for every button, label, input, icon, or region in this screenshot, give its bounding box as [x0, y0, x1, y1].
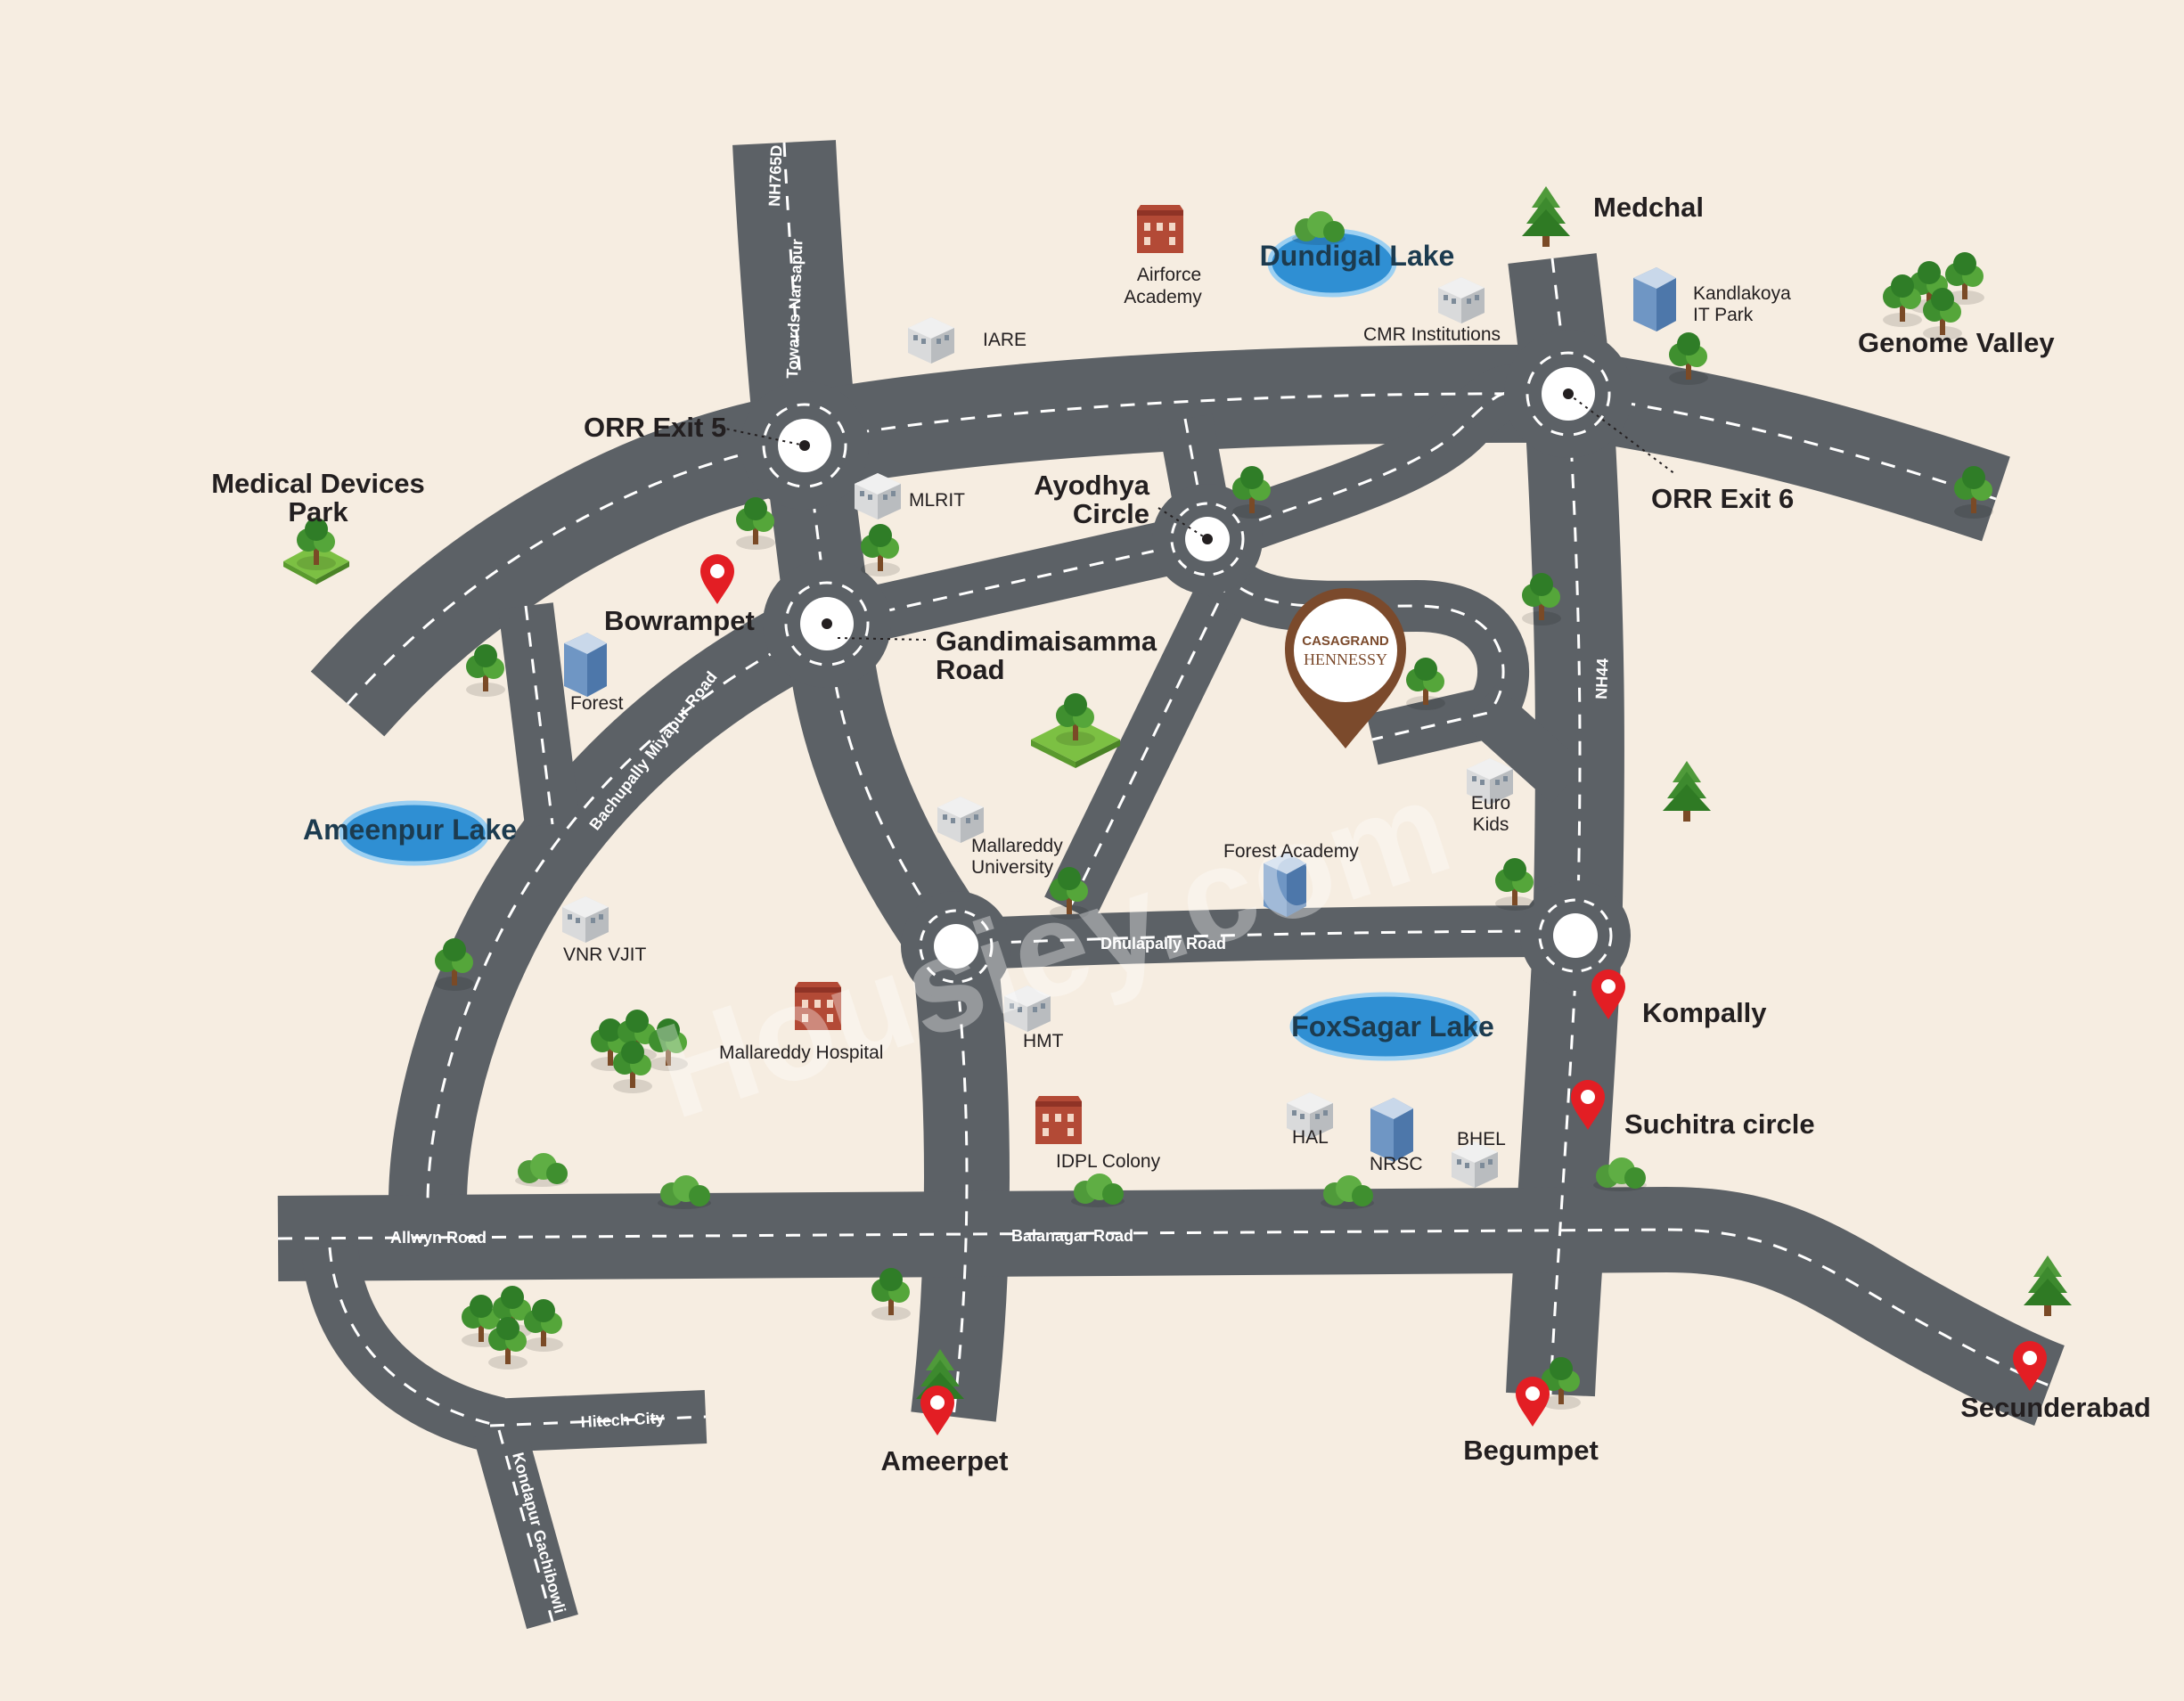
vnr-vjit-label: VNR VJIT	[563, 945, 647, 965]
begumpet-pin-icon	[1516, 1377, 1550, 1427]
forest-academy-label: Forest Academy	[1223, 841, 1359, 862]
dundigal-lake-label: Dundigal Lake	[1260, 240, 1455, 272]
pine-tree-icon	[2024, 1255, 2072, 1316]
orr-exit-5-label: ORR Exit 5	[584, 412, 726, 443]
lake-dundigal	[1267, 211, 1397, 298]
tree-icon	[861, 524, 900, 577]
secunderabad-label: Secunderabad	[1960, 1392, 2151, 1423]
bowrampet-pin-icon	[700, 554, 734, 604]
ameenpur-lake-label: Ameenpur Lake	[303, 814, 517, 846]
allwyn-label: Allwyn Road	[390, 1229, 487, 1247]
lake-ameenpur	[339, 800, 490, 866]
idpl-label: IDPL Colony	[1056, 1151, 1161, 1172]
lake-foxsagar	[1289, 992, 1482, 1061]
ameerpet-label: Ameerpet	[881, 1445, 1009, 1476]
balanagar-label: Balanagar Road	[1011, 1227, 1133, 1245]
iare-label: IARE	[983, 330, 1027, 350]
airforce-label-2: Academy	[1124, 287, 1202, 307]
bhel-label: BHEL	[1457, 1129, 1506, 1149]
mallareddy-hospital-label: Mallareddy Hospital	[719, 1043, 883, 1063]
nh44-label: NH44	[1592, 658, 1612, 699]
landmark-labels: Airforce Academy IARE CMR Institutions K…	[563, 265, 1791, 1174]
kompally-label: Kompally	[1642, 997, 1767, 1028]
kandlakoya-label-2: IT Park	[1693, 305, 1754, 325]
project-brand-line2: HENNESSY	[1304, 650, 1387, 668]
suchitra-circle-label: Suchitra circle	[1624, 1108, 1815, 1140]
leader-lines	[712, 393, 1676, 641]
bush-icon	[1071, 1174, 1125, 1207]
medical-devices-label-2: Park	[288, 496, 348, 527]
roundabout-kompally	[1520, 880, 1631, 991]
place-labels: Medchal Genome Valley ORR Exit 5 ORR Exi…	[211, 192, 2151, 1476]
tree-icon	[1406, 658, 1445, 710]
park-central	[1031, 693, 1120, 768]
cmr-institutions-icon	[1438, 277, 1485, 323]
genome-valley-label: Genome Valley	[1858, 327, 2055, 358]
tree-icon	[1232, 466, 1272, 519]
mallareddy-univ-label-1: Mallareddy	[971, 836, 1063, 856]
mallareddy-univ-label-2: University	[971, 857, 1054, 878]
nh765d-label: NH765D	[765, 144, 785, 207]
orr-exit-6-label: ORR Exit 6	[1651, 483, 1794, 514]
hmt-label: HMT	[1023, 1031, 1064, 1051]
kandlakoya-label-1: Kandlakoya	[1693, 283, 1791, 304]
lake-labels: Dundigal Lake Ameenpur Lake FoxSagar Lak…	[303, 240, 1494, 1043]
kandlakoya-it-park-icon	[1633, 267, 1676, 331]
airforce-academy-icon	[1137, 205, 1183, 253]
foxsagar-lake-label: FoxSagar Lake	[1291, 1010, 1494, 1043]
project-pin: CASAGRAND HENNESSY	[1285, 588, 1406, 748]
ayodhya-circle-label-2: Circle	[1073, 498, 1149, 529]
pine-tree-icon	[1663, 761, 1711, 822]
dhulapally-label: Dhulapally Road	[1100, 935, 1226, 953]
project-link-road	[1461, 684, 1586, 804]
hal-label: HAL	[1292, 1127, 1329, 1148]
nrsc-label: NRSC	[1370, 1154, 1423, 1174]
tree-icon	[1495, 858, 1534, 911]
pine-tree-icon	[1522, 186, 1570, 247]
euro-kids-label-1: Euro	[1471, 793, 1510, 814]
medchal-label: Medchal	[1593, 192, 1704, 223]
begumpet-label: Begumpet	[1463, 1435, 1599, 1466]
airforce-label-1: Airforce	[1137, 265, 1201, 285]
tree-icon	[1669, 332, 1708, 385]
cmr-label: CMR Institutions	[1363, 324, 1501, 345]
project-brand-line1: CASAGRAND	[1302, 634, 1389, 649]
euro-kids-label-2: Kids	[1473, 814, 1509, 835]
forest-icon	[564, 633, 607, 697]
hitech-city-label: Hitech City	[580, 1409, 665, 1431]
forest-label: Forest	[570, 693, 624, 714]
tree-icon	[466, 644, 505, 697]
project-loop-road	[1200, 552, 1529, 765]
iare-icon	[908, 317, 954, 364]
park-medical-devices	[283, 518, 349, 585]
gandimaisamma-road	[764, 440, 988, 970]
ameerpet-pin-icon	[920, 1386, 954, 1435]
gandimaisamma-label-2: Road	[936, 654, 1005, 685]
vnr-vjit-icon	[562, 896, 609, 943]
idpl-colony-icon	[1035, 1096, 1082, 1144]
gandimaisamma-label-1: Gandimaisamma	[936, 626, 1157, 657]
ayodhya-circle-label-1: Ayodhya	[1034, 470, 1150, 501]
bush-icon	[515, 1153, 568, 1187]
mlrit-label: MLRIT	[909, 490, 965, 511]
roundabout-gandimaisamma	[763, 560, 891, 688]
bush-icon	[1321, 1175, 1374, 1209]
nrsc-icon	[1370, 1098, 1413, 1162]
roundabout-dhulapally	[901, 891, 1011, 1002]
medical-devices-label-1: Medical Devices	[211, 468, 425, 499]
bowrampet-label: Bowrampet	[604, 605, 755, 636]
road-centre-lines	[277, 142, 2050, 1623]
bush-icon	[658, 1175, 711, 1209]
